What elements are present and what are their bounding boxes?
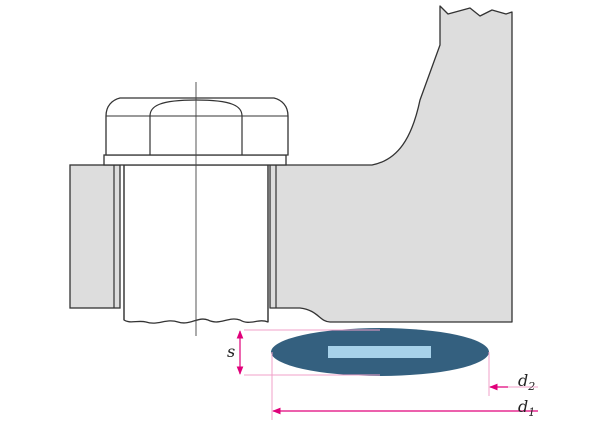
washer-slot bbox=[328, 346, 431, 358]
label-s: s bbox=[227, 342, 235, 361]
label-d1: d1 bbox=[518, 397, 535, 419]
label-d2: d2 bbox=[518, 371, 535, 393]
housing-left-flange bbox=[69, 164, 121, 309]
bolt-head bbox=[105, 97, 289, 156]
head-washer bbox=[103, 154, 287, 166]
housing-body bbox=[269, 5, 513, 323]
